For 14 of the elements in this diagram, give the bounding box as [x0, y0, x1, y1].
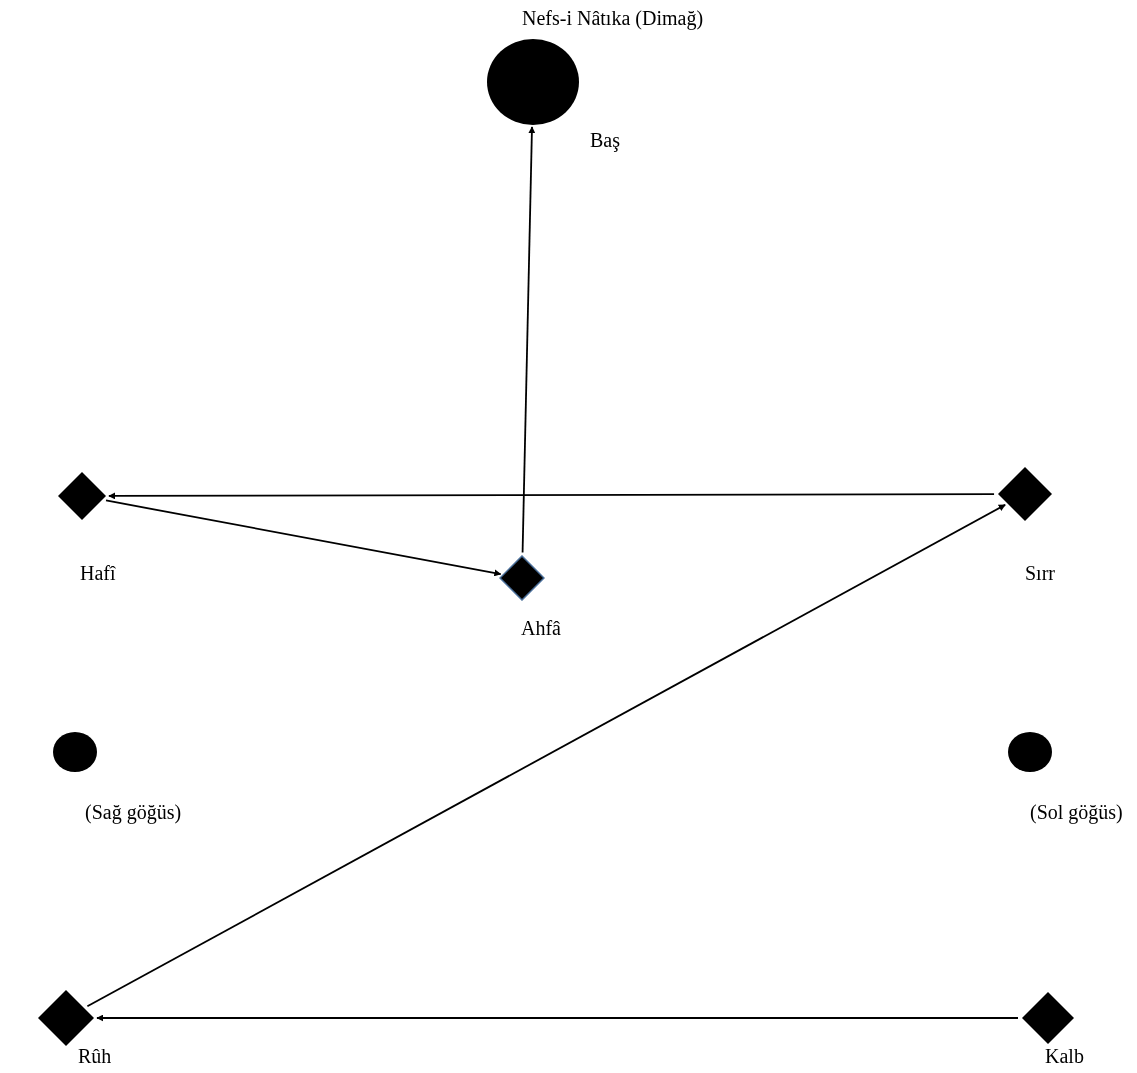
side-label: Baş — [590, 128, 620, 152]
node-label: Hafî — [80, 561, 116, 585]
node-label: Sırr — [1025, 561, 1055, 585]
arrow — [86, 503, 1007, 1008]
arrow — [521, 126, 536, 554]
arrow — [96, 1014, 1019, 1022]
node-label: (Sol göğüs) — [1030, 800, 1123, 824]
node-label: Nefs-i Nâtıka (Dimağ) — [522, 6, 704, 30]
node-label: Kalb — [1045, 1044, 1084, 1068]
arrow — [105, 499, 502, 577]
node-label: Rûh — [78, 1044, 112, 1068]
arrow — [108, 492, 995, 500]
node-label: Ahfâ — [521, 616, 561, 640]
node-label: (Sağ göğüs) — [85, 800, 182, 824]
